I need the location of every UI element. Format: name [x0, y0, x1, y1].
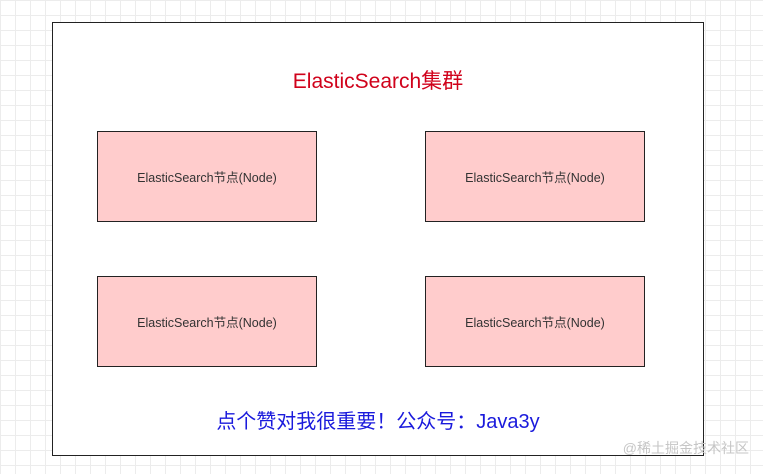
- elasticsearch-cluster-box: ElasticSearch集群 ElasticSearch节点(Node) El…: [52, 22, 704, 456]
- node-label: ElasticSearch节点(Node): [137, 316, 277, 330]
- node-label: ElasticSearch节点(Node): [465, 316, 605, 330]
- node-label: ElasticSearch节点(Node): [137, 171, 277, 185]
- cluster-node-1: ElasticSearch节点(Node): [97, 131, 317, 222]
- node-label: ElasticSearch节点(Node): [465, 171, 605, 185]
- cluster-title: ElasticSearch集群: [292, 70, 464, 93]
- footer-note: 点个赞对我很重要！公众号：Java3y: [216, 411, 540, 433]
- cluster-node-3: ElasticSearch节点(Node): [97, 276, 317, 367]
- cluster-node-2: ElasticSearch节点(Node): [425, 131, 645, 222]
- watermark: @稀土掘金技术社区: [622, 440, 749, 456]
- cluster-node-4: ElasticSearch节点(Node): [425, 276, 645, 367]
